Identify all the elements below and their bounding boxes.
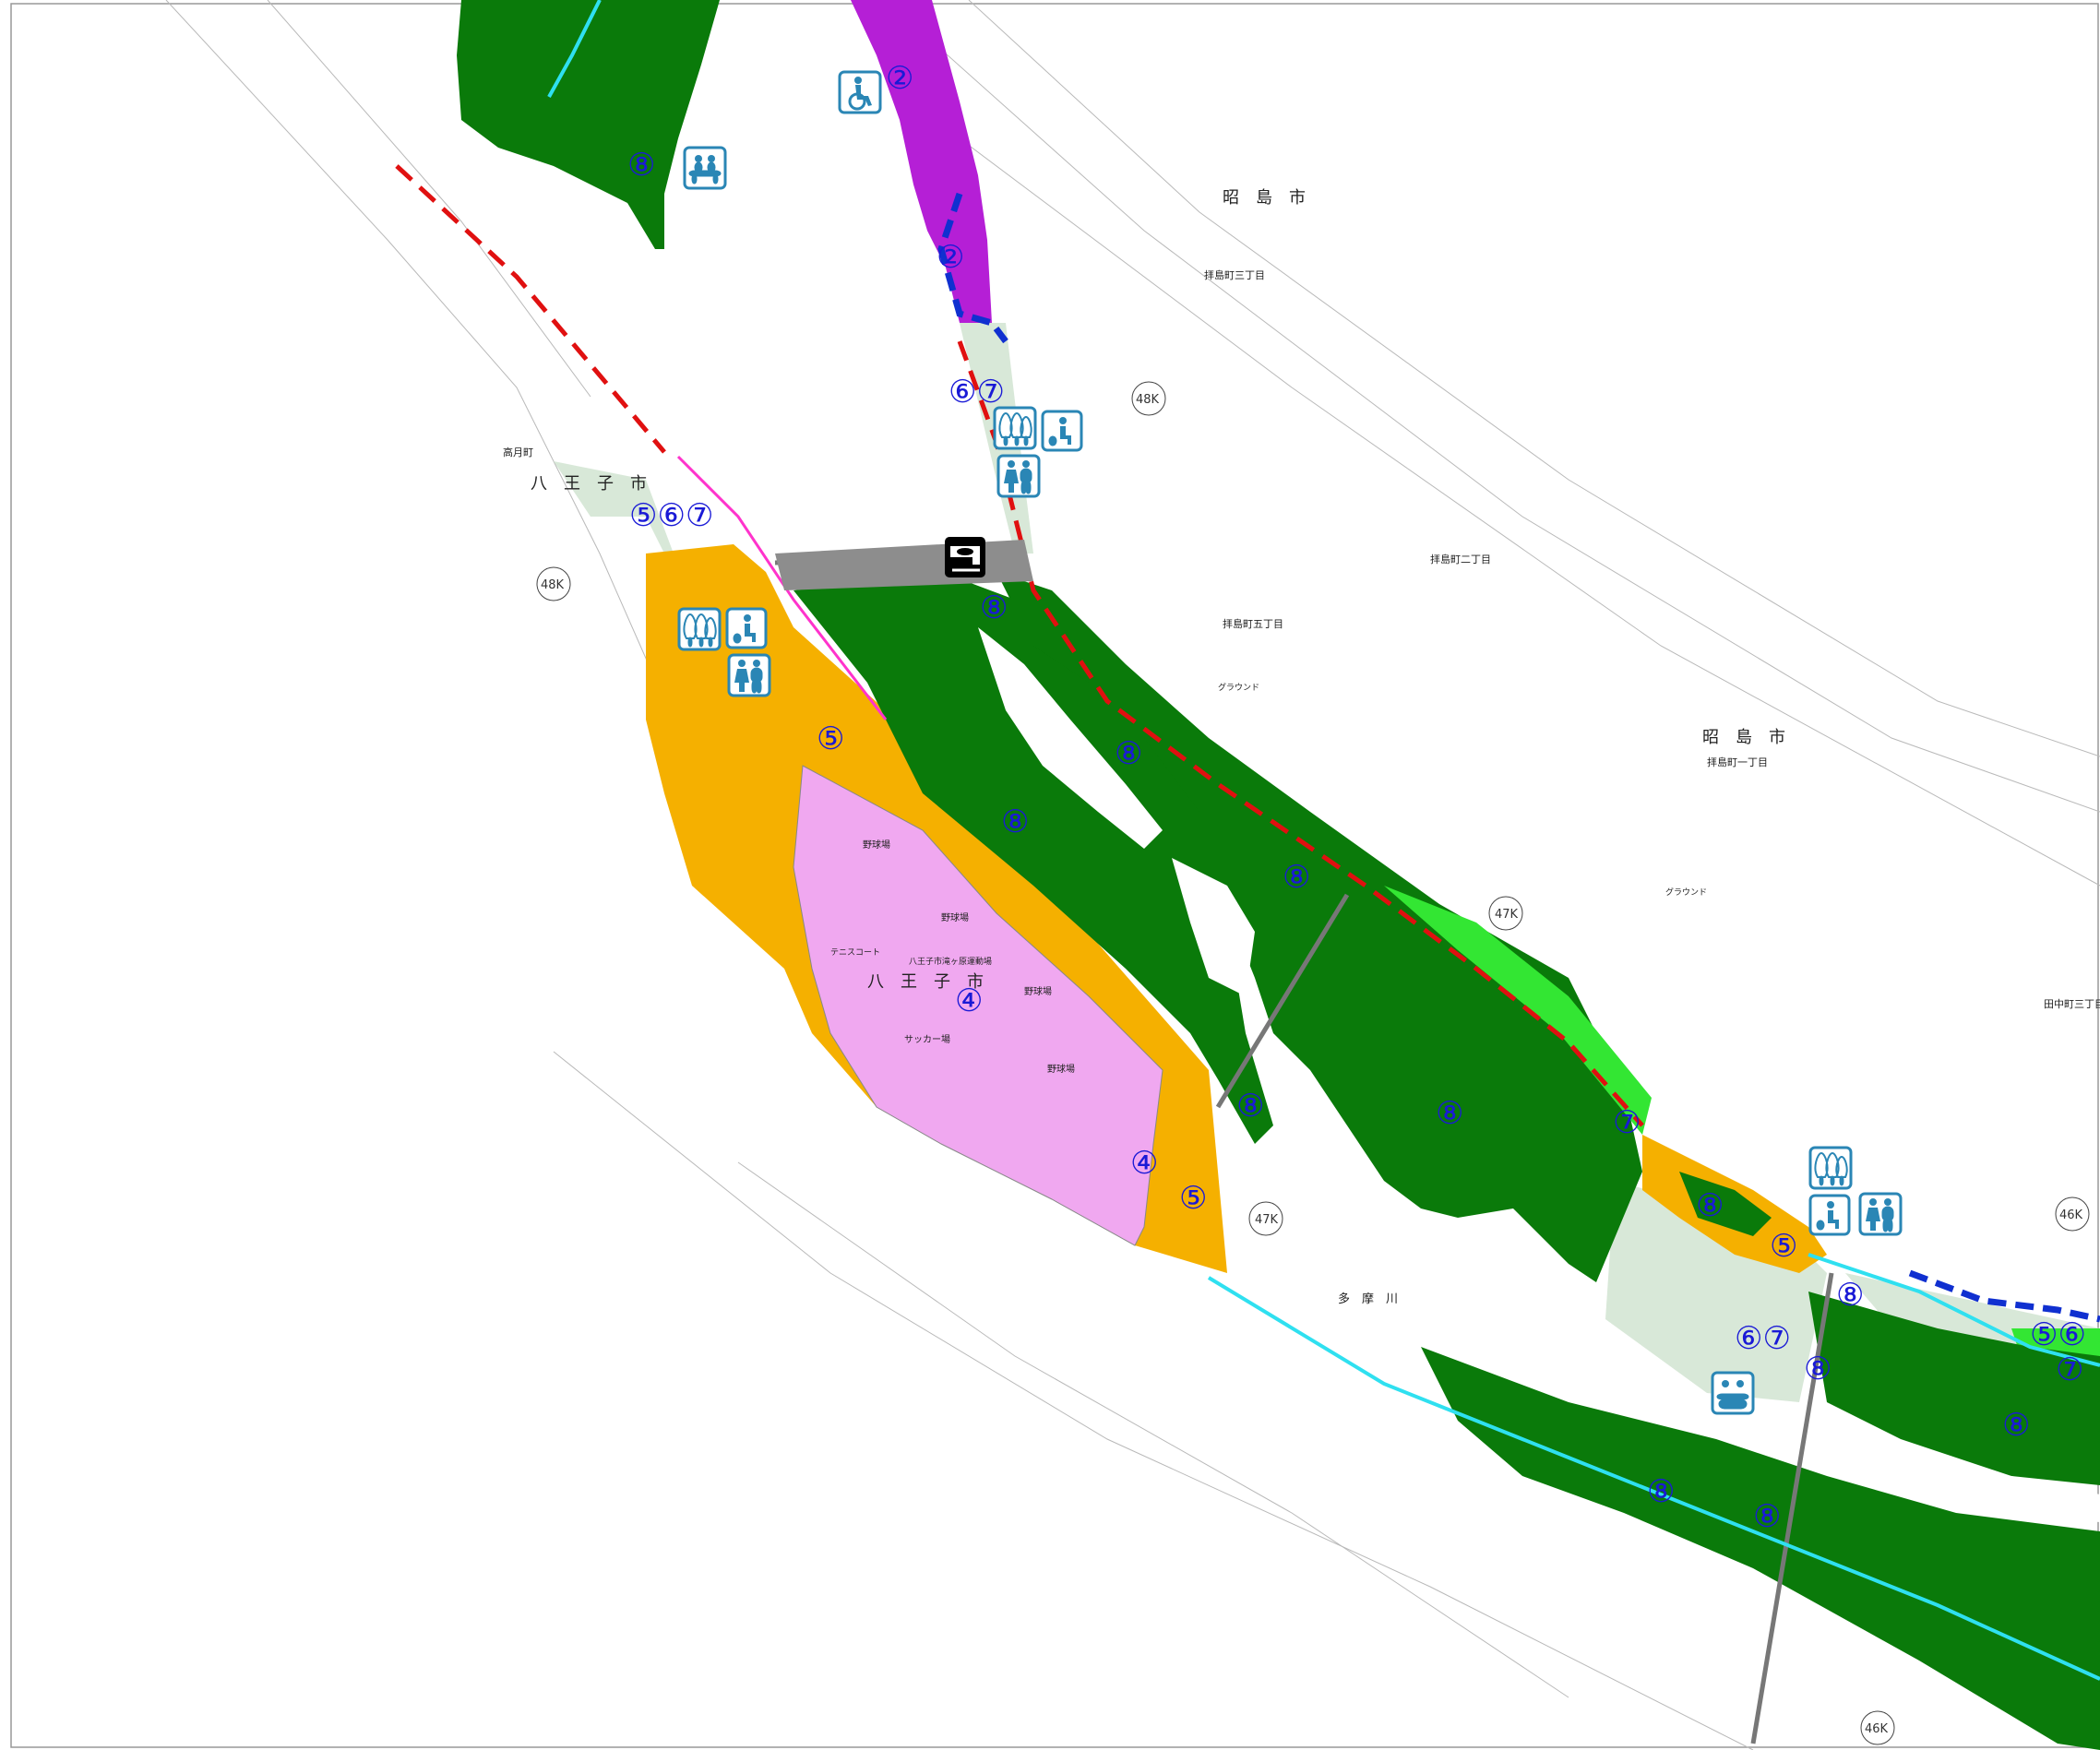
bench-icon (1808, 1194, 1851, 1236)
gap-white-1 (978, 627, 1163, 849)
forest-zone-small (1679, 1172, 1772, 1236)
kilo-post-47k-east: 47K (1488, 896, 1523, 931)
urban-area (165, 0, 2100, 1750)
zone-number: ⑦ (1613, 1104, 1641, 1141)
zone-number: ⑧ (1001, 804, 1029, 840)
lime-strip (1384, 886, 1652, 1135)
kilo-post-47k-west: 47K (1248, 1201, 1283, 1236)
zone-number: ⑧ (1804, 1351, 1832, 1387)
trees-icon (677, 607, 722, 651)
city-label-akishima: 昭 島 市 (1223, 188, 1306, 208)
field-label-ground-1: グラウンド (1218, 682, 1259, 693)
zone-number: ⑧ (2002, 1407, 2030, 1444)
field-label-soccer: サッカー場 (904, 1033, 950, 1045)
pale-zone-left (554, 461, 674, 554)
cyan-line-east (1808, 1253, 2100, 1367)
field-label-baseball-2: 野球場 (941, 911, 969, 923)
magenta-line (676, 455, 888, 720)
zone-number: ⑤⑥⑦ (629, 497, 713, 534)
zone-number: ⑧ (627, 147, 655, 184)
river-label: 多 摩 川 (1338, 1292, 1398, 1306)
zone-number: ⑤ (1770, 1228, 1797, 1265)
zone-number: ⑧ (1115, 735, 1142, 772)
zone-number: ⑧ (980, 589, 1008, 626)
zone-number: ④ (1130, 1145, 1158, 1182)
district-label-tanaka-3: 田中町三丁目 (2044, 998, 2100, 1010)
district-label-haijima-3: 拝島町三丁目 (1204, 268, 1265, 281)
zone-number: ⑧ (1283, 859, 1310, 896)
sports-zone (793, 765, 1163, 1246)
shelter-icon (1711, 1371, 1755, 1415)
zone-number: ⑧ (1647, 1473, 1675, 1510)
city-label-akishima-2: 昭 島 市 (1702, 728, 1785, 747)
blue-dashed-line-north (937, 192, 1008, 344)
trees-icon (1808, 1146, 1853, 1190)
zone-number: ⑧ (1696, 1187, 1724, 1224)
red-dashed-line-west (395, 164, 666, 454)
field-label-baseball-3: 野球場 (1024, 985, 1052, 997)
purple-zone (851, 0, 992, 323)
zone-number: ⑦ (2056, 1351, 2083, 1388)
wheelchair-icon (838, 70, 882, 114)
field-label-baseball-1: 野球場 (863, 839, 890, 851)
forest-zone-southeast (1808, 1292, 2100, 1485)
kilo-post-46k-south: 46K (1860, 1710, 1895, 1745)
zone-number: ⑧ (1436, 1095, 1463, 1132)
toilet-icon (996, 454, 1041, 498)
zone-number: ④ (955, 982, 983, 1019)
gap-white-3 (1891, 1458, 2100, 1522)
field-label-park: 八王子市滝ヶ原運動場 (909, 956, 992, 967)
forest-zone-south (1421, 1347, 2100, 1750)
district-label-haijima-2: 拝島町二丁目 (1430, 553, 1491, 565)
svg-text:47K: 47K (1495, 908, 1519, 922)
kilo-post-46k-east: 46K (2055, 1196, 2090, 1232)
forest-zone-east (996, 572, 1642, 1282)
fishway-icon (945, 537, 985, 577)
gap-white-2 (1172, 858, 1255, 996)
bench-icon (683, 146, 727, 190)
toilet-icon (1858, 1192, 1903, 1236)
bench-icon (725, 607, 768, 649)
trees-icon (993, 406, 1037, 450)
kilo-post-48k-west: 48K (536, 566, 571, 601)
svg-text:46K: 46K (2059, 1208, 2083, 1222)
district-label-haijima-5: 拝島町五丁目 (1223, 617, 1283, 630)
zone-number: ② (937, 239, 964, 276)
zone-number: ⑤ (817, 720, 844, 757)
field-label-ground-2: グラウンド (1665, 887, 1707, 898)
zone-number: ⑧ (1236, 1088, 1264, 1125)
zone-number: ⑥⑦ (949, 374, 1005, 411)
zone-number: ⑤ (1179, 1180, 1207, 1217)
zone-number: ② (886, 60, 913, 97)
svg-text:48K: 48K (1136, 393, 1160, 407)
bench-icon (1041, 410, 1083, 452)
zone-number: ⑧ (1836, 1277, 1864, 1314)
zone-number: ⑥⑦ (1735, 1320, 1791, 1357)
kilo-post-48k-east: 48K (1131, 381, 1166, 416)
field-label-baseball-4: 野球場 (1047, 1063, 1075, 1075)
cyan-line-south (1207, 1276, 2100, 1681)
zone-number: ⑤⑥ (2030, 1316, 2086, 1353)
zone-number: ⑧ (1753, 1498, 1781, 1535)
blue-dashed-line-east (1908, 1269, 2100, 1323)
city-label-hachioji-2: 八 王 子 市 (867, 972, 984, 992)
svg-text:47K: 47K (1255, 1213, 1279, 1227)
svg-text:48K: 48K (541, 578, 565, 592)
forest-zone-nw (457, 0, 720, 249)
city-label-hachioji: 八 王 子 市 (531, 474, 647, 494)
field-label-tennis: テニスコート (830, 947, 880, 958)
district-label-haijima-1: 拝島町一丁目 (1707, 756, 1768, 768)
district-label-takatsuki: 高月町 (503, 446, 533, 458)
svg-text:46K: 46K (1865, 1722, 1889, 1736)
cyan-line-north (547, 0, 602, 98)
toilet-icon (727, 653, 771, 697)
